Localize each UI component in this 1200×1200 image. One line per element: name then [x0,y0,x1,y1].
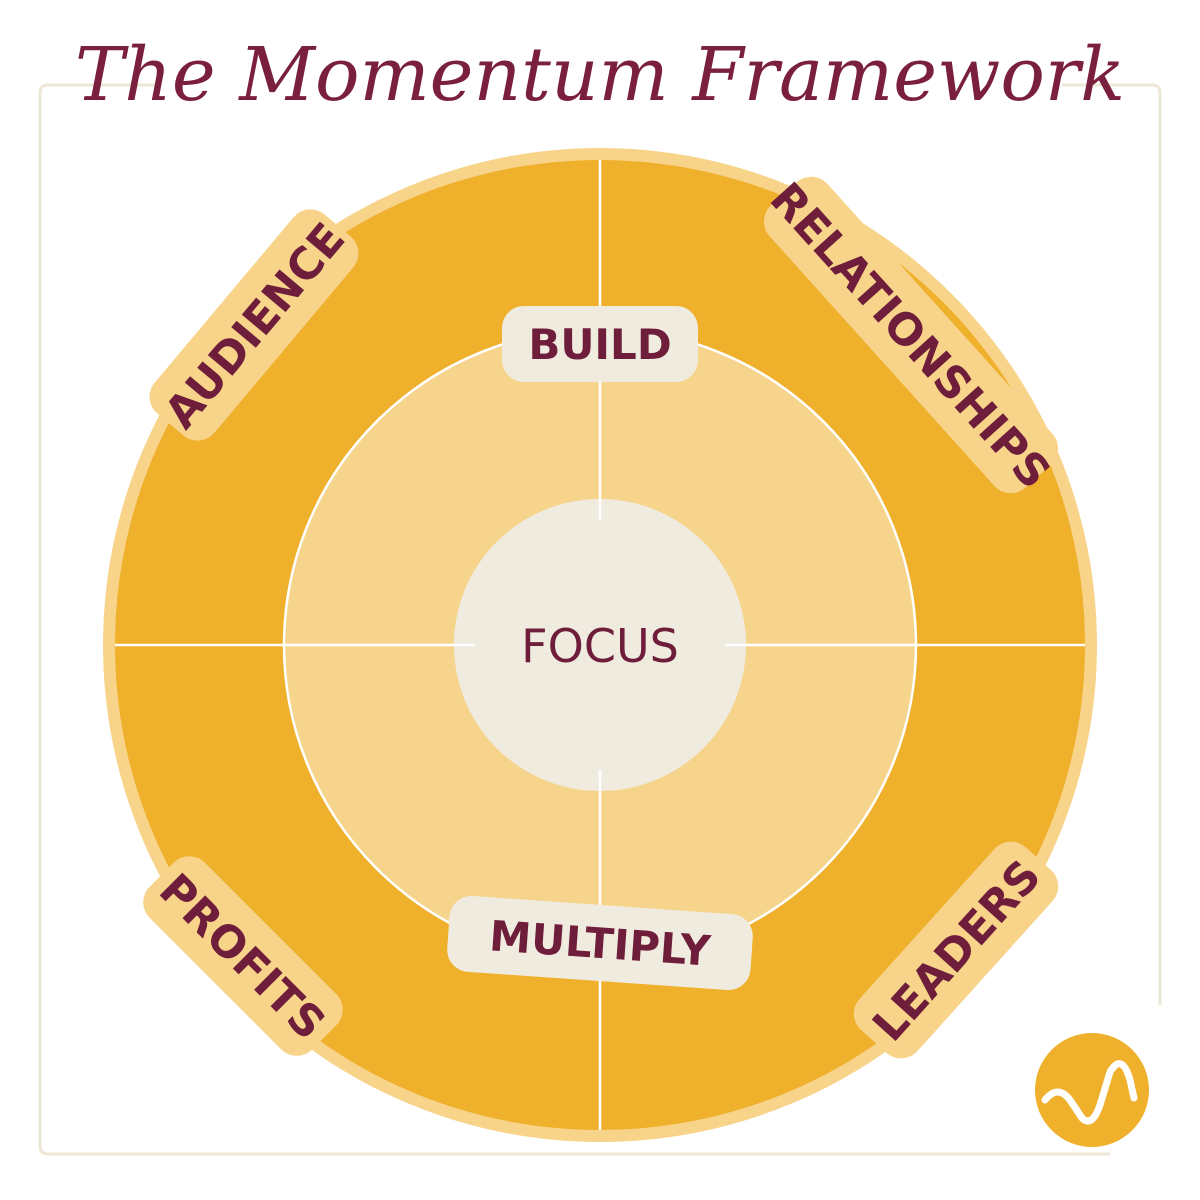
profits-pill-bg [143,856,343,1056]
focus-label: FOCUS [521,619,679,673]
audience-pill-bg [149,209,359,441]
leaders-pill-bg [853,841,1059,1059]
center-tick-marks [454,499,746,791]
relationships-pill-bg [763,176,1059,494]
multiply-label-pill: MULTIPLY [447,895,753,991]
build-label: BUILD [528,320,671,369]
center-circle [454,499,746,791]
frame [38,83,1162,1156]
build-label-pill: BUILD [502,306,698,382]
frame-left-bottom [38,83,1110,1156]
diagram-title: The Momentum Framework [75,32,1125,118]
multiply-pill-bg [447,895,753,991]
build-pill-bg [502,306,698,382]
checkmark-wave-logo-icon [1035,1033,1149,1147]
frame-top-right [1062,83,1162,1005]
